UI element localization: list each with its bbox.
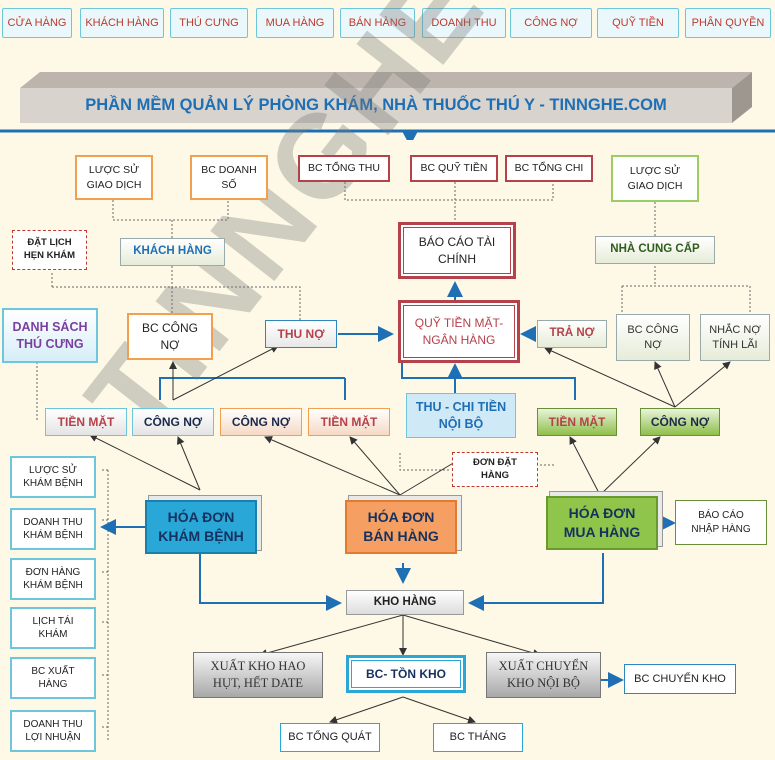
cong-no-kham[interactable]: CÔNG NỢ	[132, 408, 214, 436]
tab-khach-hang[interactable]: KHÁCH HÀNG	[80, 8, 164, 38]
hoa-don-kham-benh[interactable]: HÓA ĐƠN KHÁM BỆNH	[145, 500, 257, 554]
banner-slab	[0, 72, 775, 140]
tab-cong-no[interactable]: CÔNG NỢ	[510, 8, 592, 38]
banner-title: PHẦN MỀM QUẢN LÝ PHÒNG KHÁM, NHÀ THUỐC T…	[85, 96, 667, 114]
bc-cong-no-khach[interactable]: BC CÔNG NỢ	[127, 313, 213, 360]
bc-tong-thu[interactable]: BC TỔNG THU	[298, 155, 390, 182]
thu-chi-tien-noi-bo[interactable]: THU - CHI TIỀN NỘI BỘ	[406, 393, 516, 438]
quy-tien-mat-ngan-hang[interactable]: QUỸ TIỀN MẶT- NGÂN HÀNG	[398, 300, 520, 363]
bc-xuat-hang[interactable]: BC XUẤT HÀNG	[10, 657, 96, 699]
tab-doanh-thu[interactable]: DOANH THU	[422, 8, 506, 38]
tien-mat-kham[interactable]: TIỀN MẶT	[45, 408, 127, 436]
bao-cao-nhap-hang[interactable]: BÁO CÁO NHẬP HÀNG	[675, 500, 767, 545]
bc-chuyen-kho[interactable]: BC CHUYỂN KHO	[624, 664, 736, 694]
don-hang-kham-benh[interactable]: ĐƠN HÀNG KHÁM BỆNH	[10, 558, 96, 600]
doanh-thu-kham-benh[interactable]: DOANH THU KHÁM BỆNH	[10, 508, 96, 550]
tien-mat-ban[interactable]: TIỀN MẶT	[308, 408, 390, 436]
dat-lich-hen-kham[interactable]: ĐẶT LỊCH HẸN KHÁM	[12, 230, 87, 270]
tab-ban-hang[interactable]: BÁN HÀNG	[340, 8, 415, 38]
luoc-su-giao-dich-ncc[interactable]: LƯỢC SỬ GIAO DỊCH	[611, 155, 699, 202]
xuat-kho-hao-hut[interactable]: XUẤT KHO HAO HỤT, HẾT DATE	[193, 652, 323, 698]
lich-tai-kham[interactable]: LỊCH TÁI KHÁM	[10, 607, 96, 649]
bao-cao-tai-chinh[interactable]: BÁO CÁO TÀI CHÍNH	[398, 222, 516, 279]
don-dat-hang[interactable]: ĐƠN ĐẶT HÀNG	[452, 452, 538, 487]
tab-cua-hang[interactable]: CỬA HÀNG	[2, 8, 72, 38]
hoa-don-ban-hang[interactable]: HÓA ĐƠN BÁN HÀNG	[345, 500, 457, 554]
bc-ton-kho[interactable]: BC- TỒN KHO	[346, 655, 466, 693]
luoc-su-kham-benh[interactable]: LƯỢC SỬ KHÁM BỆNH	[10, 456, 96, 498]
tien-mat-mua[interactable]: TIỀN MẶT	[537, 408, 617, 436]
khach-hang-node[interactable]: KHÁCH HÀNG	[120, 238, 225, 266]
nhac-no-tinh-lai[interactable]: NHẮC NỢ TÍNH LÃI	[700, 314, 770, 361]
cong-no-mua[interactable]: CÔNG NỢ	[640, 408, 720, 436]
tab-mua-hang[interactable]: MUA HÀNG	[256, 8, 334, 38]
bc-tong-chi[interactable]: BC TỔNG CHI	[505, 155, 593, 182]
bc-tong-quat[interactable]: BC TỔNG QUÁT	[280, 723, 380, 752]
cong-no-ban[interactable]: CÔNG NỢ	[220, 408, 302, 436]
bc-quy-tien[interactable]: BC QUỸ TIỀN	[410, 155, 498, 182]
tab-thu-cung[interactable]: THÚ CƯNG	[170, 8, 248, 38]
xuat-chuyen-kho-noi-bo[interactable]: XUẤT CHUYỂN KHO NỘI BỘ	[486, 652, 601, 698]
luoc-su-giao-dich-khach[interactable]: LƯỢC SỬ GIAO DỊCH	[75, 155, 153, 200]
doanh-thu-loi-nhuan[interactable]: DOANH THU LỢI NHUẬN	[10, 710, 96, 752]
nha-cung-cap-node[interactable]: NHÀ CUNG CẤP	[595, 236, 715, 264]
tab-phan-quyen[interactable]: PHÂN QUYỀN	[685, 8, 771, 38]
bc-thang[interactable]: BC THÁNG	[433, 723, 523, 752]
hoa-don-mua-hang[interactable]: HÓA ĐƠN MUA HÀNG	[546, 496, 658, 550]
kho-hang[interactable]: KHO HÀNG	[346, 590, 464, 615]
danh-sach-thu-cung[interactable]: DANH SÁCH THÚ CƯNG	[2, 308, 98, 363]
bc-cong-no-ncc[interactable]: BC CÔNG NỢ	[616, 314, 690, 361]
tab-quy-tien[interactable]: QUỸ TIỀN	[597, 8, 679, 38]
thu-no[interactable]: THU NỢ	[265, 320, 337, 348]
tra-no[interactable]: TRẢ NỢ	[537, 320, 607, 348]
bc-doanh-so[interactable]: BC DOANH SỐ	[190, 155, 268, 200]
